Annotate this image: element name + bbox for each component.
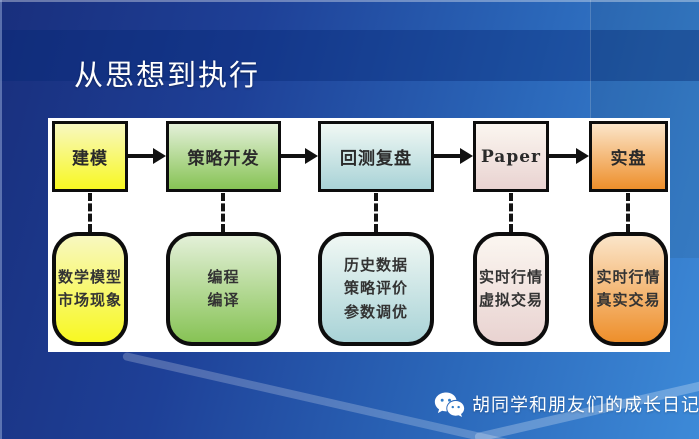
watermark: 胡同学和朋友们的成长日记: [434, 389, 699, 419]
stage-label: 策略开发: [187, 149, 260, 169]
arrow-shaft: [549, 154, 577, 158]
dotted-connector: [509, 193, 513, 232]
wechat-icon: [434, 391, 465, 417]
stage-box-live: 实盘: [589, 121, 668, 192]
slide-top-edge: [0, 0, 699, 2]
slide-title: 从思想到执行: [74, 58, 261, 92]
arrow-head-icon: [305, 148, 318, 164]
title-band: [0, 30, 699, 81]
arrow-shaft: [434, 154, 461, 158]
arrow-shaft: [281, 154, 306, 158]
stage-box-backtest: 回测复盘: [318, 121, 434, 192]
detail-box-backtest: 历史数据 策略评价 参数调优: [318, 232, 434, 346]
flow-arrow: [281, 148, 318, 164]
flow-arrow: [128, 148, 166, 164]
detail-box-modeling: 数学模型 市场现象: [52, 232, 128, 346]
detail-text: 数学模型 市场现象: [57, 267, 122, 309]
stage-label: 回测复盘: [340, 149, 412, 169]
flow-arrow: [434, 148, 473, 164]
detail-text: 编程 编译: [207, 267, 240, 309]
arrow-head-icon: [153, 148, 166, 164]
detail-text: 实时行情 真实交易: [596, 267, 661, 309]
dotted-connector: [221, 193, 225, 232]
detail-box-live: 实时行情 真实交易: [589, 232, 668, 346]
detail-text: 历史数据 策略评价 参数调优: [343, 256, 408, 321]
stage-label: Paper: [480, 146, 541, 167]
watermark-text: 胡同学和朋友们的成长日记: [472, 395, 699, 416]
arrow-head-icon: [576, 148, 589, 164]
detail-text: 实时行情 虚拟交易: [478, 267, 543, 309]
stage-box-strategy-dev: 策略开发: [166, 121, 281, 192]
stage-box-paper: Paper: [473, 121, 549, 192]
dotted-connector: [88, 193, 92, 232]
slide-left-edge: [0, 0, 2, 439]
stage-label: 实盘: [610, 149, 647, 169]
detail-box-strategy-dev: 编程 编译: [166, 232, 281, 346]
dotted-connector: [374, 193, 378, 232]
arrow-shaft: [128, 154, 154, 158]
flow-arrow: [549, 148, 589, 164]
arrow-head-icon: [460, 148, 473, 164]
flowchart-panel: 建模 策略开发 回测复盘 Paper 实盘 数学模型 市场现象 编程 编译 历史…: [48, 118, 670, 352]
detail-box-paper: 实时行情 虚拟交易: [473, 232, 549, 346]
stage-box-modeling: 建模: [52, 121, 128, 192]
stage-label: 建模: [72, 149, 108, 169]
dotted-connector: [626, 193, 630, 232]
